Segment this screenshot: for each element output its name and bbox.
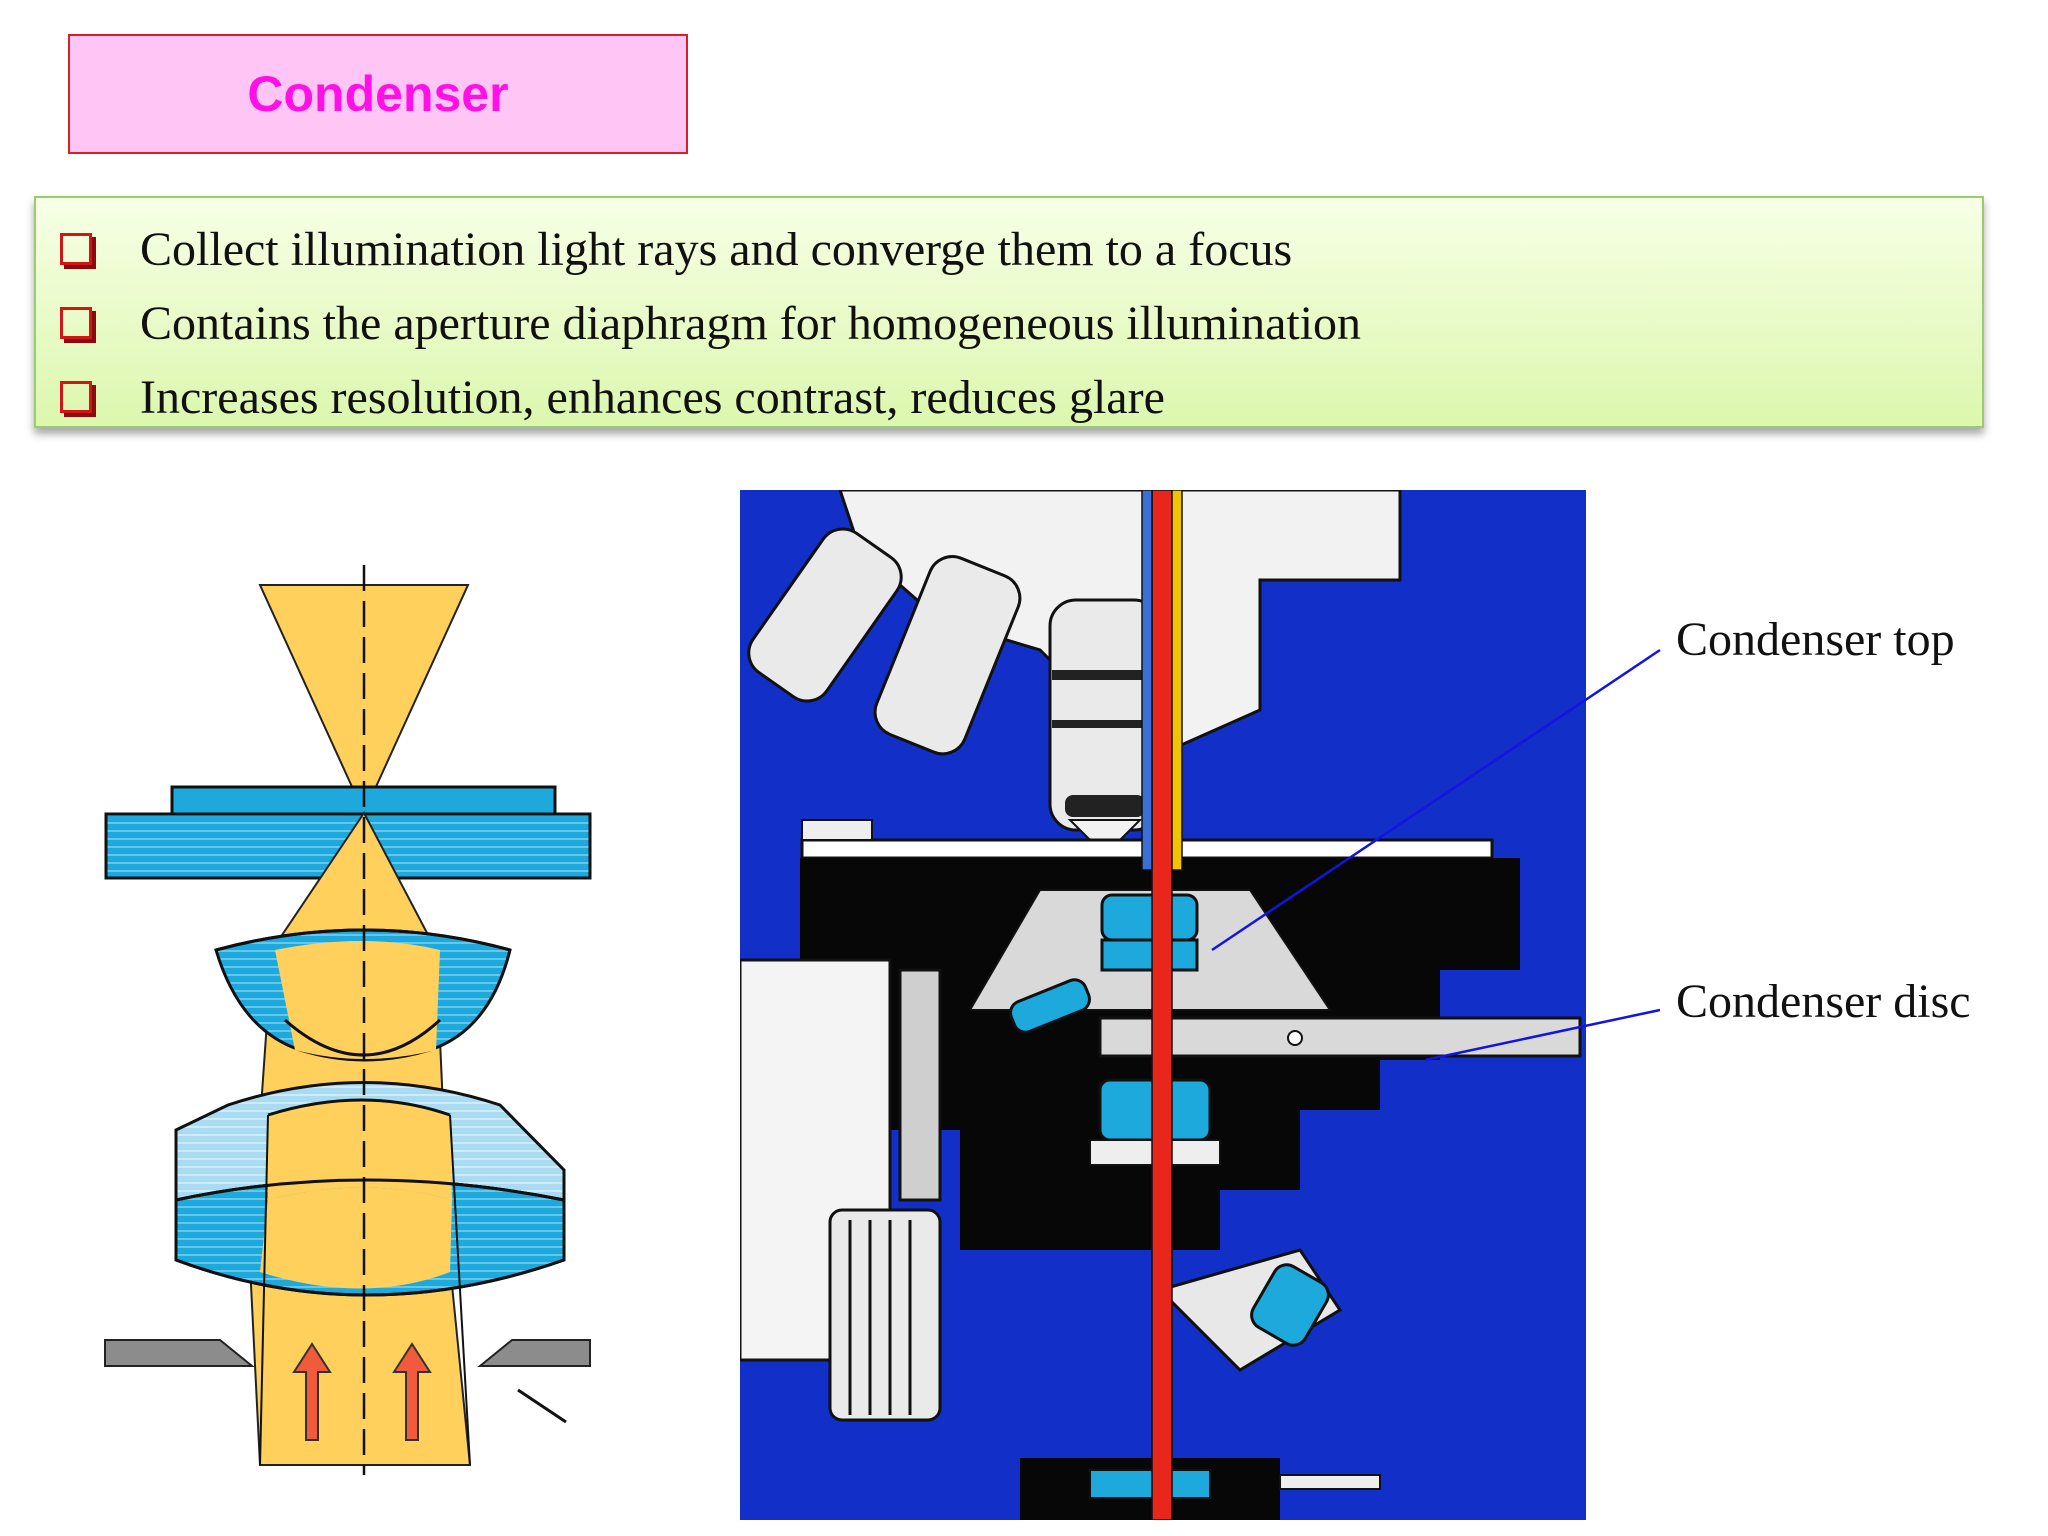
callout-label-condenser-disc: Condenser disc xyxy=(1676,975,1971,1028)
checkbox-bullet-icon xyxy=(60,381,92,413)
callout-label-condenser-top: Condenser top xyxy=(1676,613,1955,666)
bullet-item: Collect illumination light rays and conv… xyxy=(60,212,1982,286)
bullet-item: Contains the aperture diaphragm for homo… xyxy=(60,286,1982,360)
bullet-text: Increases resolution, enhances contrast,… xyxy=(140,370,1165,424)
slide-title: Condenser xyxy=(247,66,509,122)
bullet-list: Collect illumination light rays and conv… xyxy=(34,196,1984,428)
checkbox-bullet-icon xyxy=(60,233,92,265)
aperture-diaphragm-left xyxy=(104,1339,255,1367)
red-ray xyxy=(1151,490,1173,1520)
condenser-top-lens xyxy=(1100,893,1199,942)
blue-ray xyxy=(1141,490,1153,871)
aperture-diaphragm-right xyxy=(477,1339,591,1367)
condenser-ray-diagram xyxy=(104,565,592,1475)
slide-title-box: Condenser xyxy=(68,34,688,154)
bullet-text: Collect illumination light rays and conv… xyxy=(140,222,1293,276)
light-arrow-icon xyxy=(392,1342,432,1441)
checkbox-bullet-icon xyxy=(60,307,92,339)
bullet-text: Contains the aperture diaphragm for homo… xyxy=(140,296,1362,350)
light-arrow-icon xyxy=(292,1342,332,1441)
microscope-illustration xyxy=(740,490,1586,1520)
bullet-item: Increases resolution, enhances contrast,… xyxy=(60,360,1982,434)
yellow-ray xyxy=(1171,490,1183,871)
